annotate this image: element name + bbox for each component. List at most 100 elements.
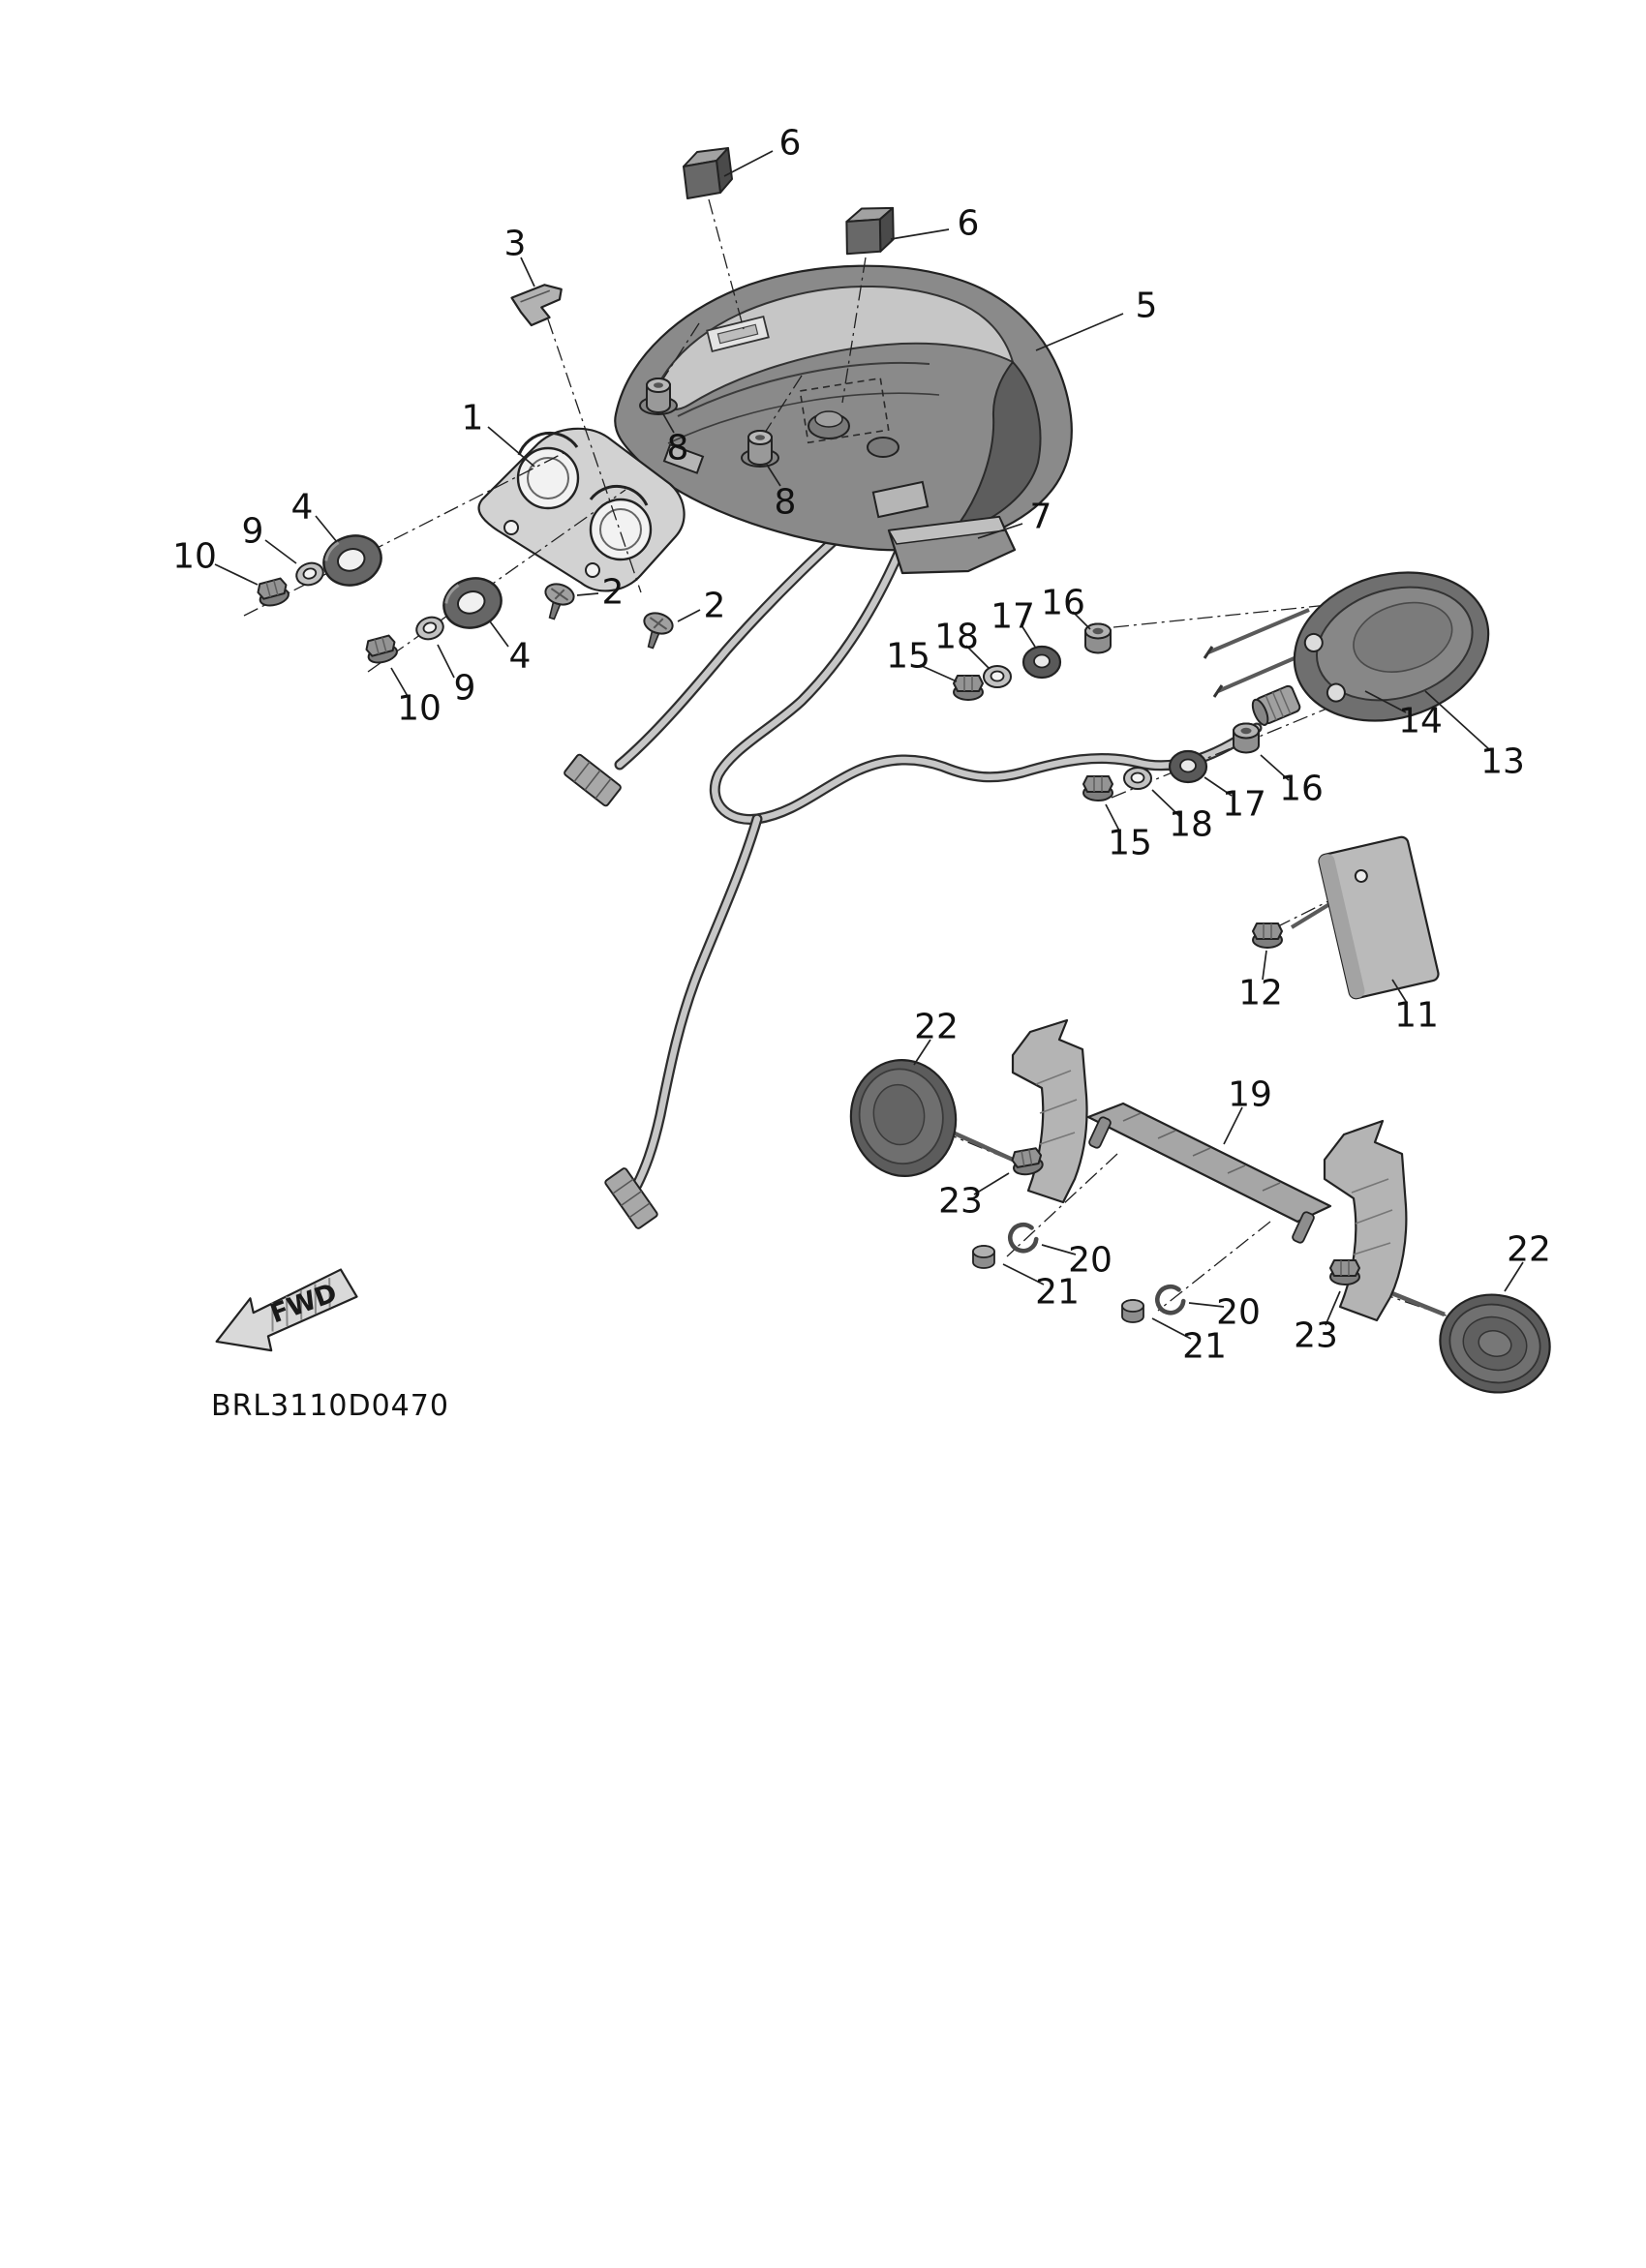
clip-20a	[1007, 1222, 1038, 1254]
callout-label: 21	[1035, 1273, 1080, 1313]
callout-label: 3	[504, 225, 527, 264]
callout-leader	[1424, 690, 1491, 751]
fwd-arrow: FWD	[215, 1268, 358, 1352]
damper-21b	[1121, 1299, 1144, 1323]
callout-leader	[661, 411, 675, 434]
callout-leader	[1151, 1317, 1192, 1340]
harness-connector-lower	[604, 1167, 658, 1229]
license-lamp	[1293, 571, 1490, 722]
nut-10b	[363, 633, 400, 667]
callout-label: 4	[509, 637, 532, 677]
callout-label: 2	[602, 573, 625, 613]
callout-leader	[1325, 1290, 1341, 1326]
rubber-ring-4a	[316, 527, 389, 594]
callout-leader	[489, 620, 509, 648]
clip-20b	[1154, 1284, 1185, 1315]
callout-label: 17	[991, 597, 1035, 637]
callout-leader	[919, 664, 958, 682]
callout-leader	[576, 592, 599, 596]
callout-label: 9	[242, 512, 264, 552]
callout-leader	[1260, 754, 1290, 781]
callout-leader	[766, 464, 781, 487]
callout-label: 21	[1182, 1327, 1227, 1367]
bracket-pin-2	[1292, 1211, 1315, 1244]
washer-18b	[1123, 767, 1152, 790]
housing-tab-left	[662, 443, 705, 474]
callout-leader	[1105, 803, 1121, 833]
damper-cube-1	[683, 147, 733, 199]
callout-leader	[1262, 950, 1267, 981]
callout-label: 18	[1169, 805, 1213, 845]
callout-leader	[1072, 611, 1091, 630]
callout-leader	[1035, 313, 1124, 351]
callout-label: 17	[1222, 785, 1266, 825]
callout-leader	[1041, 1244, 1077, 1255]
tail-light-bracket	[477, 427, 686, 592]
callout-leader	[1504, 1261, 1524, 1292]
callout-leader	[1364, 690, 1407, 713]
license-lamp-stud-1	[1207, 608, 1310, 654]
clip-plate	[510, 284, 563, 327]
screw-2b	[635, 608, 677, 653]
callout-leader	[677, 609, 701, 622]
callout-label: 14	[1398, 702, 1443, 741]
callout-label: 11	[1394, 996, 1439, 1036]
callout-leader	[1223, 1106, 1243, 1145]
diagram-code: BRL3110D0470	[211, 1389, 449, 1423]
callout-label: 10	[172, 537, 217, 577]
callout-leader	[890, 228, 950, 240]
callout-label: 16	[1279, 770, 1324, 809]
callout-label: 19	[1228, 1075, 1272, 1115]
callout-label: 10	[397, 689, 442, 729]
callout-leader	[1021, 624, 1036, 648]
reflector-disc-right	[1439, 1293, 1551, 1394]
housing-tab-right	[871, 480, 930, 519]
reflector-stud-left	[952, 1130, 1014, 1163]
callout-label: 23	[1294, 1316, 1338, 1356]
reflector-disc-left	[849, 1059, 958, 1177]
callout-leader	[1204, 776, 1233, 797]
callout-leader	[214, 563, 259, 586]
callout-label: 9	[454, 669, 476, 709]
grommet-17b	[1168, 749, 1208, 784]
washer-18a	[983, 665, 1012, 688]
grommet-17a	[1021, 645, 1062, 680]
callout-leader	[913, 1039, 931, 1066]
callout-label: 6	[779, 124, 802, 164]
callout-leader	[723, 150, 774, 177]
callout-label: 4	[291, 488, 314, 528]
rubber-ring-4b	[436, 569, 509, 637]
washer-9b	[412, 613, 447, 644]
callout-leader	[1151, 789, 1180, 817]
screw-2a	[536, 579, 578, 624]
damper-cube-2	[841, 202, 899, 260]
callout-leader	[977, 523, 1023, 539]
license-plate-bracket	[1318, 835, 1440, 1000]
callout-label: 8	[667, 429, 689, 469]
callout-label: 13	[1480, 742, 1525, 782]
callout-leader	[1188, 1302, 1225, 1308]
nut-10a	[255, 576, 291, 610]
callout-label: 15	[1108, 824, 1152, 863]
washer-9a	[292, 559, 327, 590]
callout-label: 22	[914, 1008, 959, 1047]
callout-label: 22	[1507, 1230, 1551, 1270]
callout-leader	[1391, 979, 1408, 1004]
nut-15a	[953, 675, 984, 701]
damper-flap	[887, 515, 1017, 575]
nut-12	[1252, 922, 1283, 949]
nut-15b	[1082, 775, 1113, 801]
callout-leader	[437, 644, 455, 679]
callout-label: 8	[775, 483, 797, 523]
damper-21a	[972, 1245, 995, 1269]
callout-label: 2	[704, 587, 726, 626]
callout-leader	[1002, 1263, 1045, 1285]
callout-leader	[965, 645, 990, 669]
bracket-pin-1	[1088, 1116, 1112, 1149]
callout-label: 20	[1068, 1241, 1113, 1281]
reflector-bracket	[1011, 1018, 1408, 1322]
callout-label: 16	[1041, 584, 1085, 623]
callout-leader	[973, 1172, 1010, 1195]
